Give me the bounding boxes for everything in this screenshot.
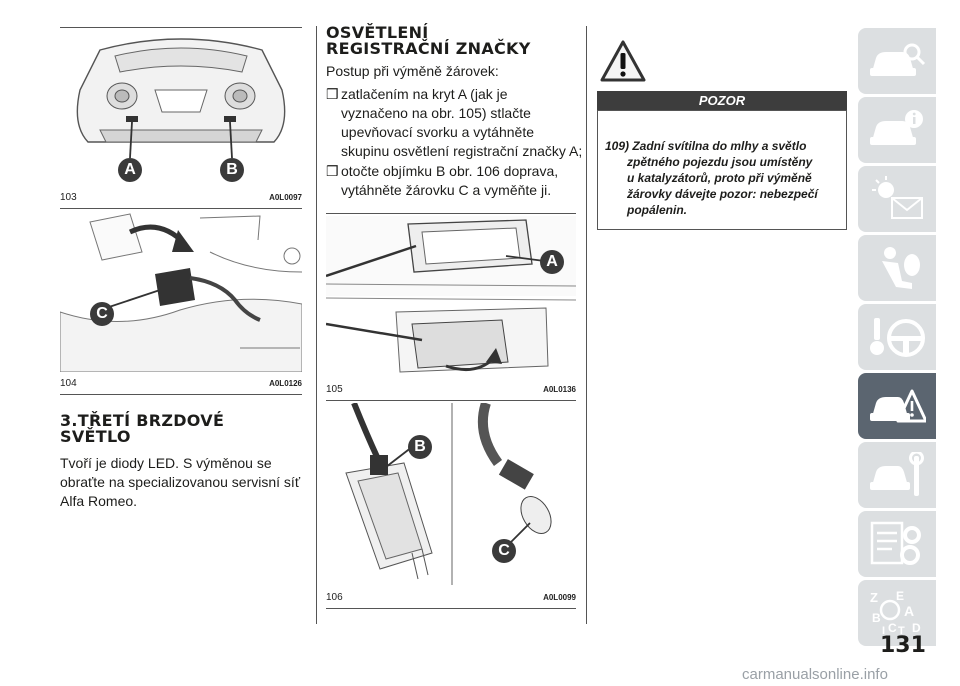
- side-tab-warning-lights[interactable]: [858, 166, 936, 232]
- checkbox-bullet-icon: ❒: [326, 86, 339, 102]
- top-rule: [326, 213, 576, 214]
- procedure-intro: Postup při výměně žárovek:: [326, 63, 499, 79]
- text-line: upevňovací svorku a vytáhněte: [341, 124, 535, 140]
- figure-code: A0L0099: [543, 593, 576, 602]
- car-wrench-icon: [870, 452, 924, 496]
- svg-text:E: E: [896, 589, 904, 603]
- figure-code: A0L0097: [269, 193, 302, 202]
- car-search-icon: [870, 43, 926, 76]
- text-line: u katalyzátorů, proto při výměně: [627, 171, 812, 185]
- brake-light-text: Tvoří je diody LED. S výměnou se obraťte…: [60, 454, 310, 511]
- text-line: vytáhněte žárovku C a vyměňte ji.: [341, 182, 552, 198]
- figure-105-plate-light: A: [326, 216, 576, 378]
- section-title: 3.TŘETÍ BRZDOVÉ SVĚTLO: [60, 413, 224, 445]
- page-number: 131: [880, 633, 926, 658]
- callout-badge: B: [408, 435, 432, 459]
- callout-badge: C: [90, 302, 114, 326]
- car-info-icon: [870, 110, 923, 145]
- warning-box: [597, 110, 847, 230]
- text-line: popálenin.: [627, 203, 687, 217]
- svg-text:C: C: [888, 621, 897, 635]
- text-line: žárovky dávejte pozor: nebezpečí: [627, 187, 818, 201]
- caption-rule: [326, 400, 576, 401]
- figure-number: 105: [326, 384, 343, 395]
- top-rule: [60, 27, 302, 28]
- alphabetical-index-icon: Z E A B C T D I: [870, 589, 921, 637]
- list-item-text: zatlačením na kryt A (jak je vyznačeno n…: [341, 85, 582, 161]
- list-item: ❒ otočte objímku B obr. 106 doprava, vyt…: [326, 162, 586, 202]
- caption-rule: [60, 394, 302, 395]
- warning-heading: POZOR: [597, 91, 847, 110]
- figure-number: 104: [60, 378, 77, 389]
- callout-badge: B: [220, 158, 244, 182]
- side-tab-vehicle-knowledge[interactable]: [858, 28, 936, 94]
- warning-text: 109) Zadní svítilna do mlhy a světlo zpě…: [605, 138, 845, 218]
- checkbox-bullet-icon: ❒: [326, 163, 339, 179]
- figure-number: 106: [326, 592, 343, 603]
- caption-rule: [326, 608, 576, 609]
- warning-triangle-icon: [600, 40, 646, 82]
- callout-badge: C: [492, 539, 516, 563]
- text-line: Tvoří je diody LED. S výměnou se: [60, 455, 272, 471]
- figure-number: 103: [60, 192, 77, 203]
- car-warning-icon: [870, 389, 926, 423]
- side-tab-maintenance[interactable]: [858, 442, 936, 508]
- text-line: obraťte na specializovanou servisní síť: [60, 474, 301, 490]
- text-line: 109) Zadní svítilna do mlhy a světlo: [605, 139, 807, 153]
- list-item: ❒ zatlačením na kryt A (jak je vyznačeno…: [326, 85, 586, 165]
- section-title-line: SVĚTLO: [60, 427, 131, 446]
- column-divider: [586, 26, 587, 624]
- steering-key-icon: [870, 318, 925, 357]
- side-tab-in-emergency[interactable]: [858, 373, 936, 439]
- list-item-text: otočte objímku B obr. 106 doprava, vytáh…: [341, 162, 558, 200]
- text-line: vyznačeno na obr. 105) stlačte: [341, 105, 531, 121]
- callout-badge: A: [540, 250, 564, 274]
- svg-text:A: A: [904, 603, 914, 619]
- figure-code: A0L0126: [269, 379, 302, 388]
- watermark: carmanualsonline.info: [742, 666, 888, 683]
- text-line: Alfa Romeo.: [60, 493, 138, 509]
- svg-text:B: B: [872, 611, 881, 625]
- side-tab-getting-to-know[interactable]: [858, 97, 936, 163]
- section-title-line: REGISTRAČNÍ ZNAČKY: [326, 39, 531, 58]
- side-tab-index[interactable]: Z E A B C T D I: [858, 580, 936, 646]
- column-divider: [316, 26, 317, 624]
- side-tab-starting-driving[interactable]: [858, 304, 936, 370]
- figure-106-socket-bulb: B C: [326, 403, 576, 585]
- figure-104-bulb-socket: C: [60, 212, 302, 372]
- callout-badge: A: [118, 158, 142, 182]
- svg-text:Z: Z: [870, 590, 878, 605]
- section-title: OSVĚTLENÍ REGISTRAČNÍ ZNAČKY: [326, 25, 531, 57]
- section-title-line: 3.TŘETÍ BRZDOVÉ: [60, 411, 225, 430]
- svg-text:D: D: [912, 621, 921, 635]
- figure-103-car-rear: A B: [60, 30, 302, 188]
- section-title-line: OSVĚTLENÍ: [326, 23, 429, 42]
- text-line: zatlačením na kryt A (jak je: [341, 86, 508, 102]
- text-line: skupinu osvětlení registrační značky A;: [341, 143, 583, 159]
- text-line: zpětného pojezdu jsou umístěny: [627, 155, 813, 169]
- side-tab-technical-data[interactable]: [858, 511, 936, 577]
- svg-text:I: I: [882, 625, 885, 637]
- text-line: otočte objímku B obr. 106 doprava,: [341, 163, 559, 179]
- airbag-seat-icon: [882, 247, 920, 289]
- svg-text:T: T: [898, 625, 905, 637]
- caption-rule: [60, 208, 302, 209]
- figure-code: A0L0136: [543, 385, 576, 394]
- specs-gears-icon: [870, 521, 921, 565]
- dashboard-lights-icon: [872, 176, 923, 219]
- side-tab-safety[interactable]: [858, 235, 936, 301]
